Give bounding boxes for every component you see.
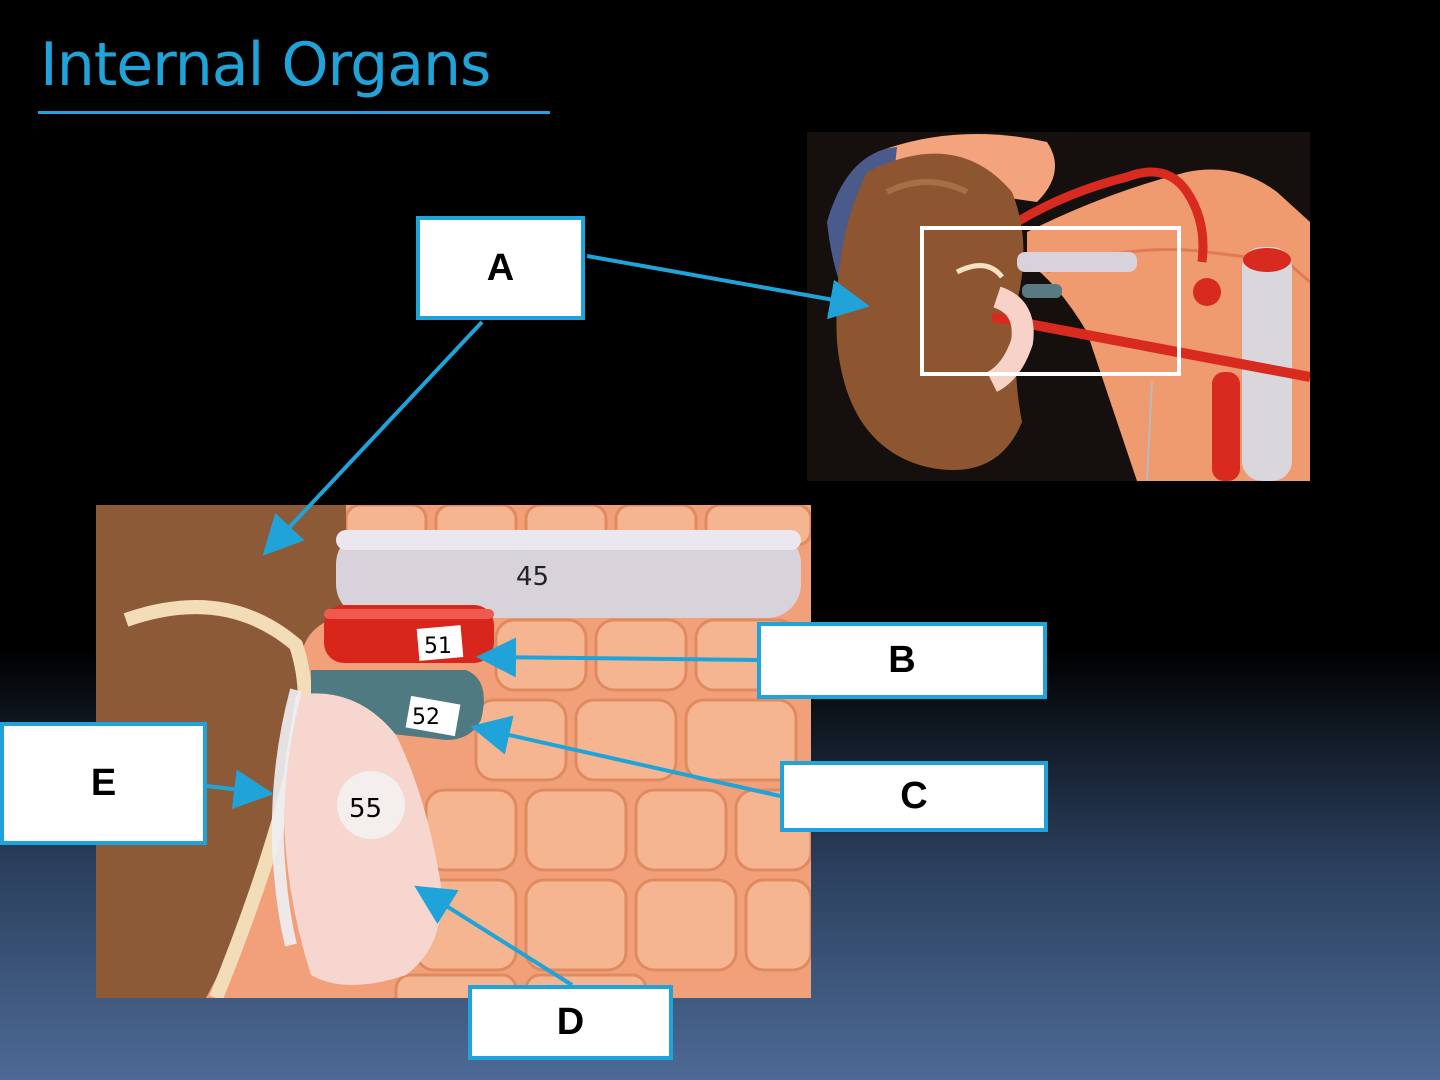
slide-title: Internal Organs — [40, 30, 491, 100]
label-box-d: D — [468, 985, 673, 1060]
vessel-tag-55: 55 — [349, 794, 382, 824]
label-box-c: C — [780, 761, 1048, 832]
vessel-tag-51: 51 — [424, 634, 452, 659]
label-box-e: E — [0, 722, 207, 845]
vessel-tag-52: 52 — [412, 705, 440, 730]
label-box-a: A — [416, 216, 585, 320]
overview-photo — [807, 132, 1310, 481]
label-box-b: B — [757, 622, 1047, 699]
vessel-tag-45: 45 — [516, 562, 549, 592]
title-underline — [38, 111, 550, 114]
